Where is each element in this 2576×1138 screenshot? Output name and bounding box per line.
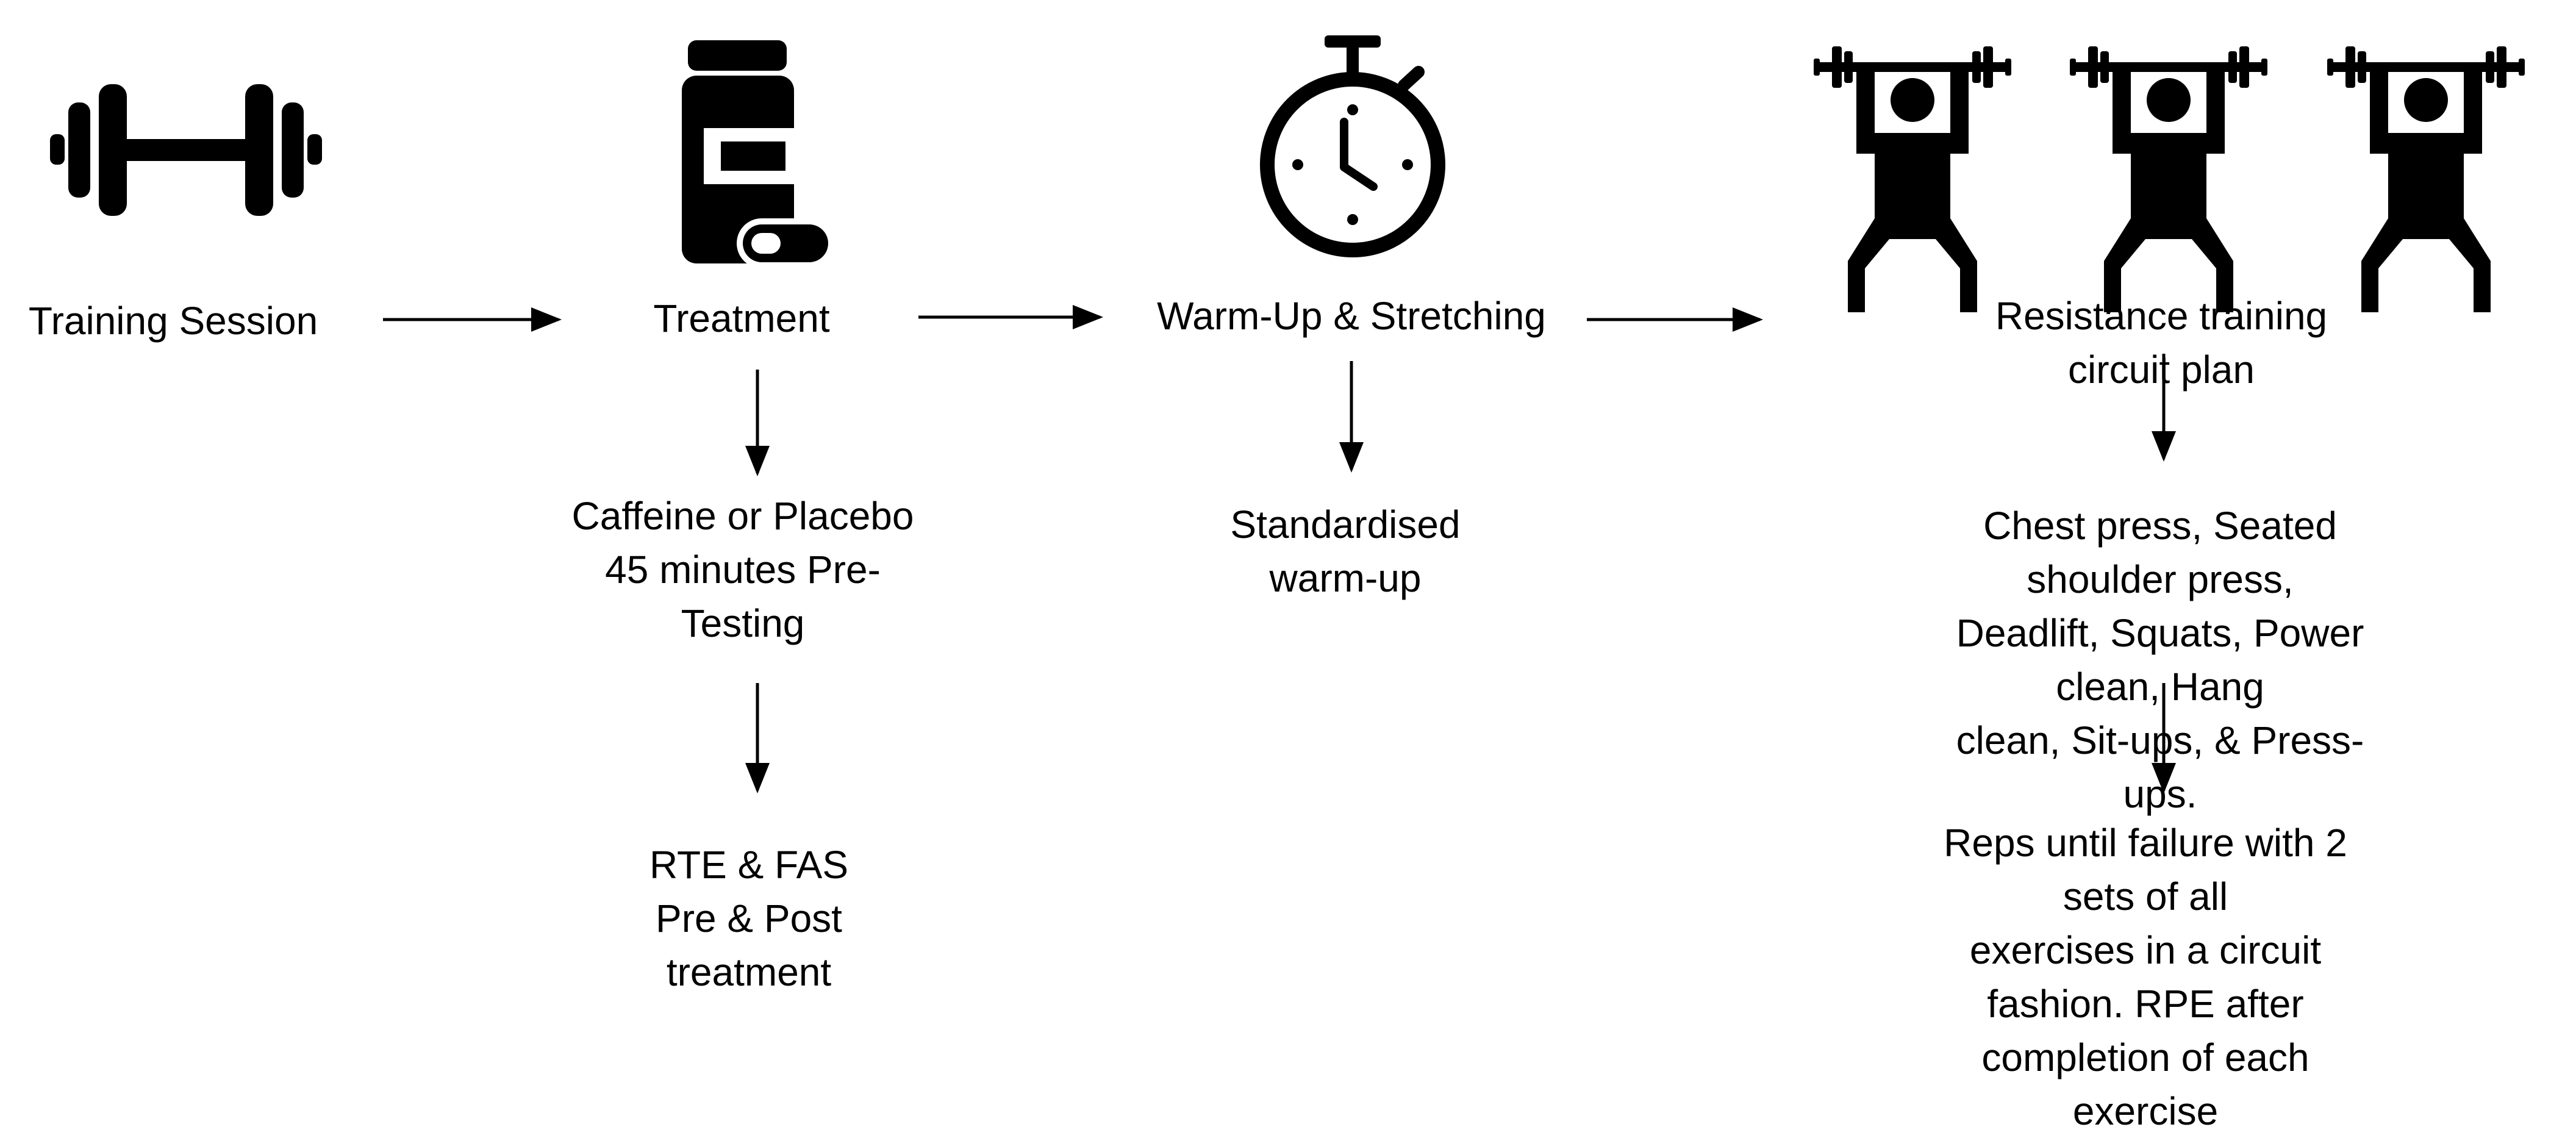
stopwatch-icon <box>1260 35 1445 257</box>
reps-until-failure-text: Reps until failure with 2 sets of all ex… <box>1944 821 2347 1133</box>
flow-diagram-canvas <box>50 35 2525 793</box>
caffeine-placebo-text: Caffeine or Placebo 45 minutes Pre- Test… <box>571 494 914 645</box>
exercise-list-text: Chest press, Seated shoulder press, Dead… <box>1956 504 2364 816</box>
weightlifter-icon <box>1814 46 2525 312</box>
standardised-warmup-text: Standardised warm-up <box>1230 503 1461 600</box>
circuit-plan-label: Resistance training circuit plan <box>1995 294 2328 392</box>
treatment-label: Treatment <box>653 296 830 340</box>
rte-fas-text: RTE & FAS Pre & Post treatment <box>649 843 849 994</box>
training-session-label: Training Session <box>28 299 318 343</box>
dumbbell-icon <box>50 84 322 216</box>
warmup-stretching-label: Warm-Up & Stretching <box>1157 294 1546 338</box>
medicine-bottle-icon <box>682 40 834 268</box>
